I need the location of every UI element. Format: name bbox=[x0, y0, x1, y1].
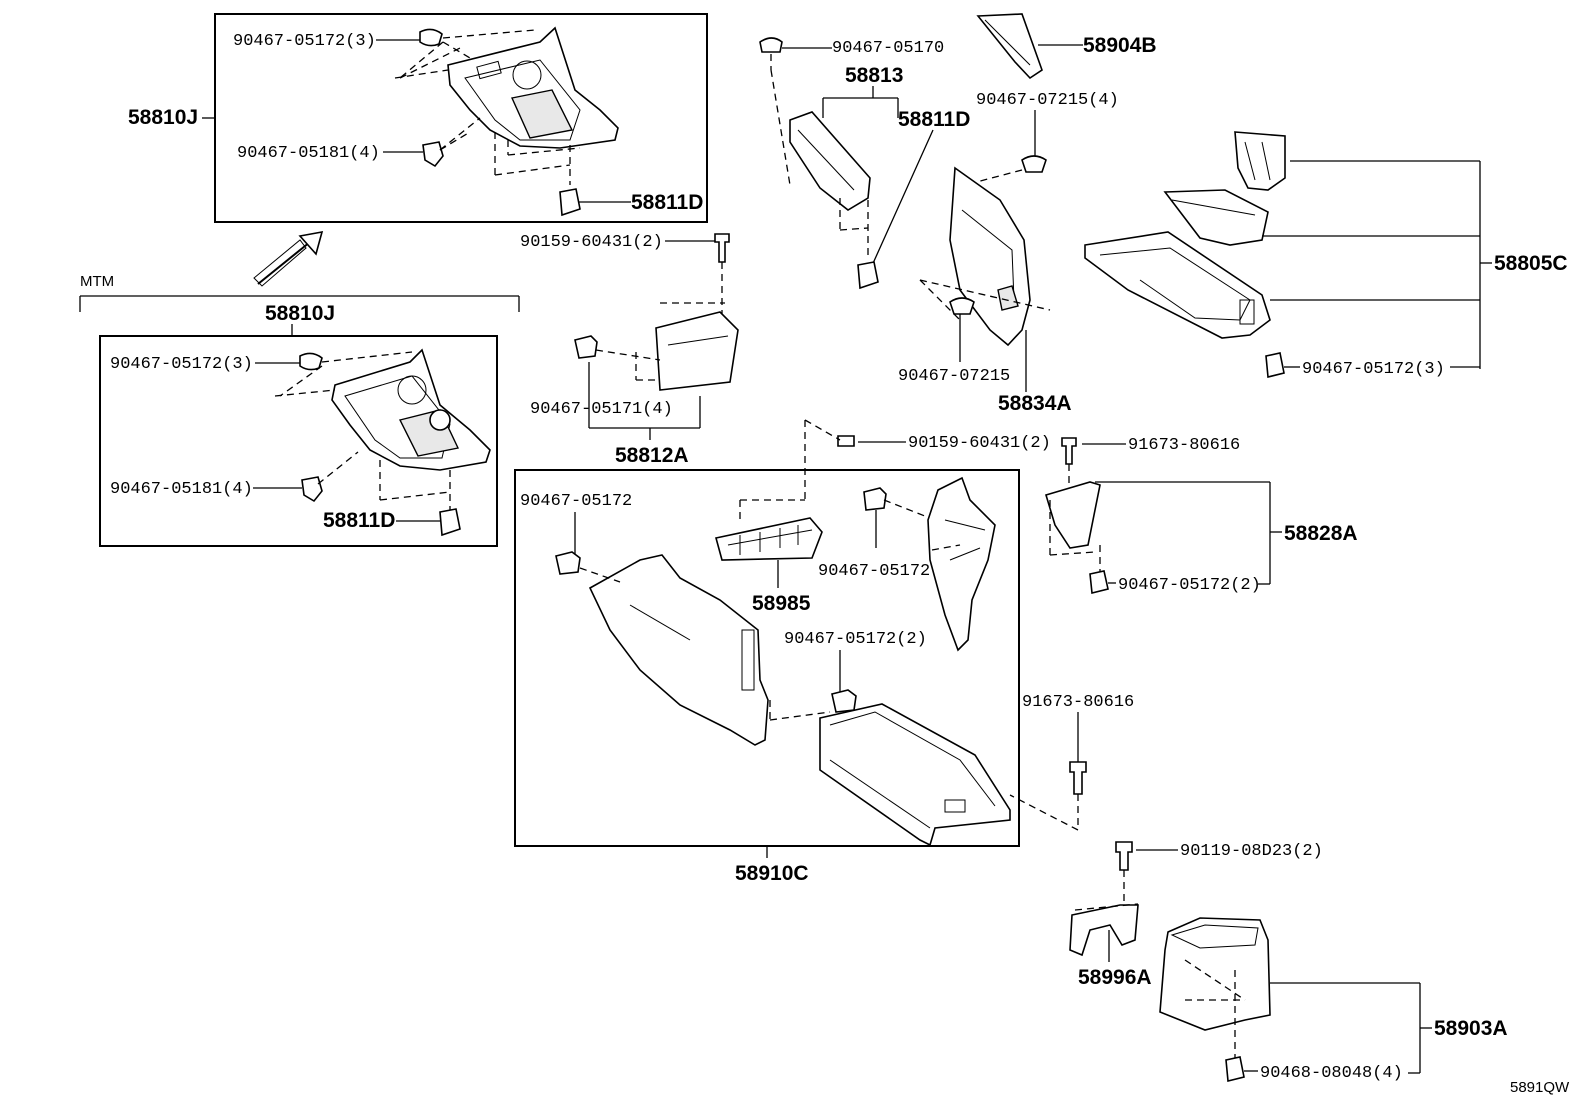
label-58812A: 58812A bbox=[615, 444, 689, 467]
label-90467-05181-4-top: 90467-05181(4) bbox=[237, 144, 380, 163]
rear-box-icon bbox=[1159, 917, 1271, 1031]
clip-icon bbox=[422, 141, 444, 168]
clip-icon bbox=[301, 476, 323, 503]
label-58810J-top: 58810J bbox=[128, 106, 198, 129]
clip-icon bbox=[439, 508, 461, 537]
mtm-callout-box bbox=[99, 335, 498, 547]
bolt-icon bbox=[1115, 841, 1133, 871]
label-58805C: 58805C bbox=[1494, 252, 1568, 275]
clip-icon bbox=[831, 689, 857, 713]
label-90467-05172-3-top: 90467-05172(3) bbox=[233, 32, 376, 51]
label-90467-05172-3-right: 90467-05172(3) bbox=[1302, 360, 1445, 379]
label-58985: 58985 bbox=[752, 592, 811, 615]
label-mtm: MTM bbox=[80, 273, 114, 290]
bolt-91673-80616-lower-group: 91673-80616 bbox=[1009, 693, 1134, 831]
clip-icon bbox=[863, 487, 887, 511]
bracket-icon bbox=[1045, 481, 1101, 549]
label-90467-07215: 90467-07215 bbox=[898, 367, 1010, 386]
label-90467-05172-2-box: 90467-05172(2) bbox=[784, 630, 927, 649]
clip-icon bbox=[857, 261, 879, 290]
label-58903A: 58903A bbox=[1434, 1017, 1508, 1040]
label-90467-05172-box-mid: 90467-05172 bbox=[818, 562, 930, 581]
label-90468-08048-4: 90468-08048(4) bbox=[1260, 1064, 1403, 1083]
label-58904B: 58904B bbox=[1083, 34, 1157, 57]
clip-icon bbox=[555, 551, 581, 575]
grommet-icon bbox=[759, 37, 783, 53]
console-58910C-group: 90159-60431(2) 90467-05172 58985 90467-0… bbox=[514, 419, 1051, 885]
console-side-trim-icon bbox=[927, 476, 996, 652]
holder-icon bbox=[1234, 131, 1286, 191]
cover-58812A-group: 90159-60431(2) 90467-05171(4) 58812A bbox=[520, 233, 739, 467]
label-58811D-mid: 58811D bbox=[898, 108, 970, 131]
label-58810J-mtm: 58810J bbox=[265, 302, 335, 325]
label-58811D-mtm: 58811D bbox=[323, 509, 395, 532]
side-panel-58834A-group: 58904B 90467-07215(4) 90467-07215 58834A bbox=[898, 13, 1157, 415]
label-58811D-top: 58811D bbox=[631, 191, 703, 214]
label-90119-08D23-2: 90119-08D23(2) bbox=[1180, 842, 1323, 861]
label-58996A: 58996A bbox=[1078, 966, 1152, 989]
clip-icon bbox=[559, 188, 581, 217]
diagonal-arrow-icon bbox=[253, 230, 324, 287]
bolt-icon bbox=[1069, 761, 1087, 795]
clip-icon bbox=[574, 335, 598, 359]
label-90467-05171-4: 90467-05171(4) bbox=[530, 400, 673, 419]
clip-icon bbox=[299, 352, 323, 371]
side-trim-panel-icon bbox=[949, 166, 1031, 347]
label-58813: 58813 bbox=[845, 64, 903, 87]
label-90467-05172-2-right: 90467-05172(2) bbox=[1118, 576, 1261, 595]
clip-icon bbox=[1089, 570, 1109, 594]
bolt-icon bbox=[714, 233, 730, 263]
label-58834A: 58834A bbox=[998, 392, 1072, 415]
label-90159-60431-2-b: 90159-60431(2) bbox=[908, 434, 1051, 453]
console-box-icon bbox=[1084, 231, 1271, 339]
label-90467-07215-4: 90467-07215(4) bbox=[976, 91, 1119, 110]
clip-icon bbox=[419, 28, 443, 47]
label-90467-05181-4-mtm: 90467-05181(4) bbox=[110, 480, 253, 499]
bracket-58828A-group: 91673-80616 58828A 90467-05172(2) bbox=[1045, 436, 1358, 595]
label-91673-80616-a: 91673-80616 bbox=[1128, 436, 1240, 455]
grommet-icon bbox=[1021, 155, 1047, 173]
clip-icon bbox=[1225, 1056, 1245, 1083]
bolt-icon bbox=[1061, 437, 1077, 465]
label-90467-05172-box-left: 90467-05172 bbox=[520, 492, 632, 511]
bracket-58996A-group: 90119-08D23(2) 58996A bbox=[1069, 841, 1323, 989]
box-58903A-group: 58903A 90468-08048(4) bbox=[1159, 917, 1508, 1083]
label-90159-60431-2-a: 90159-60431(2) bbox=[520, 233, 663, 252]
cover-panel-icon bbox=[655, 311, 739, 391]
clip-icon bbox=[1265, 352, 1285, 379]
bracket-icon bbox=[715, 517, 823, 561]
label-58828A: 58828A bbox=[1284, 522, 1358, 545]
trim-strip-icon bbox=[789, 111, 871, 211]
console-lower-box-icon bbox=[819, 703, 1011, 847]
bracket-icon bbox=[976, 13, 1043, 80]
label-90467-05172-3-mtm: 90467-05172(3) bbox=[110, 355, 253, 374]
console-side-panel-icon bbox=[588, 554, 769, 746]
bracket-icon bbox=[1069, 904, 1139, 957]
trim-58813-group: 90467-05170 58813 58811D bbox=[759, 37, 970, 290]
grommet-icon bbox=[949, 297, 975, 315]
label-91673-80616-b: 91673-80616 bbox=[1022, 693, 1134, 712]
bolt-icon bbox=[837, 435, 855, 447]
tray-icon bbox=[1163, 189, 1269, 246]
console-box-58805C-group: 58805C 90467-05172(3) bbox=[1084, 131, 1568, 379]
shift-panel-icon bbox=[331, 348, 491, 471]
upper-shift-panel-group: 90467-05172(3) 58810J 90467-05181(4) 588… bbox=[128, 13, 708, 223]
label-90467-05170: 90467-05170 bbox=[832, 39, 944, 58]
figure-code: 5891QW bbox=[1510, 1079, 1570, 1096]
label-58910C: 58910C bbox=[735, 862, 809, 885]
mtm-shift-panel-group: MTM 58810J 90467-05172(3) 90467-05181(4)… bbox=[79, 273, 520, 547]
